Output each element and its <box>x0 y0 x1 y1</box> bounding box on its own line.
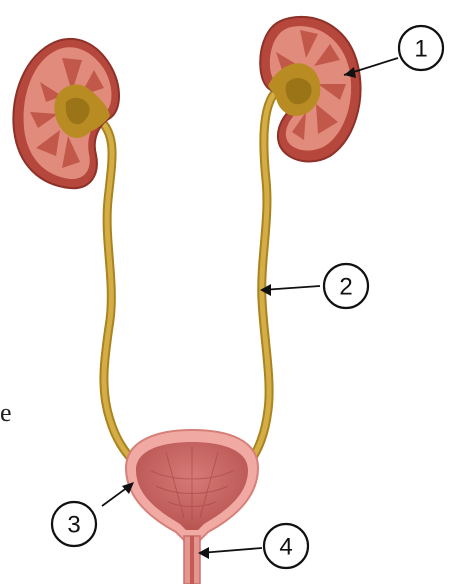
right-kidney <box>260 17 360 162</box>
callout-4-pointer <box>200 548 262 553</box>
edge-text-fragment: e <box>0 400 12 426</box>
left-kidney <box>13 39 119 188</box>
callout-1-number: 1 <box>414 36 427 63</box>
callout-2-number: 2 <box>339 274 352 301</box>
urethra <box>184 536 200 584</box>
left-ureter <box>98 118 134 462</box>
callout-3-number: 3 <box>67 512 80 539</box>
bladder <box>126 430 258 540</box>
callout-4-number: 4 <box>279 534 292 561</box>
